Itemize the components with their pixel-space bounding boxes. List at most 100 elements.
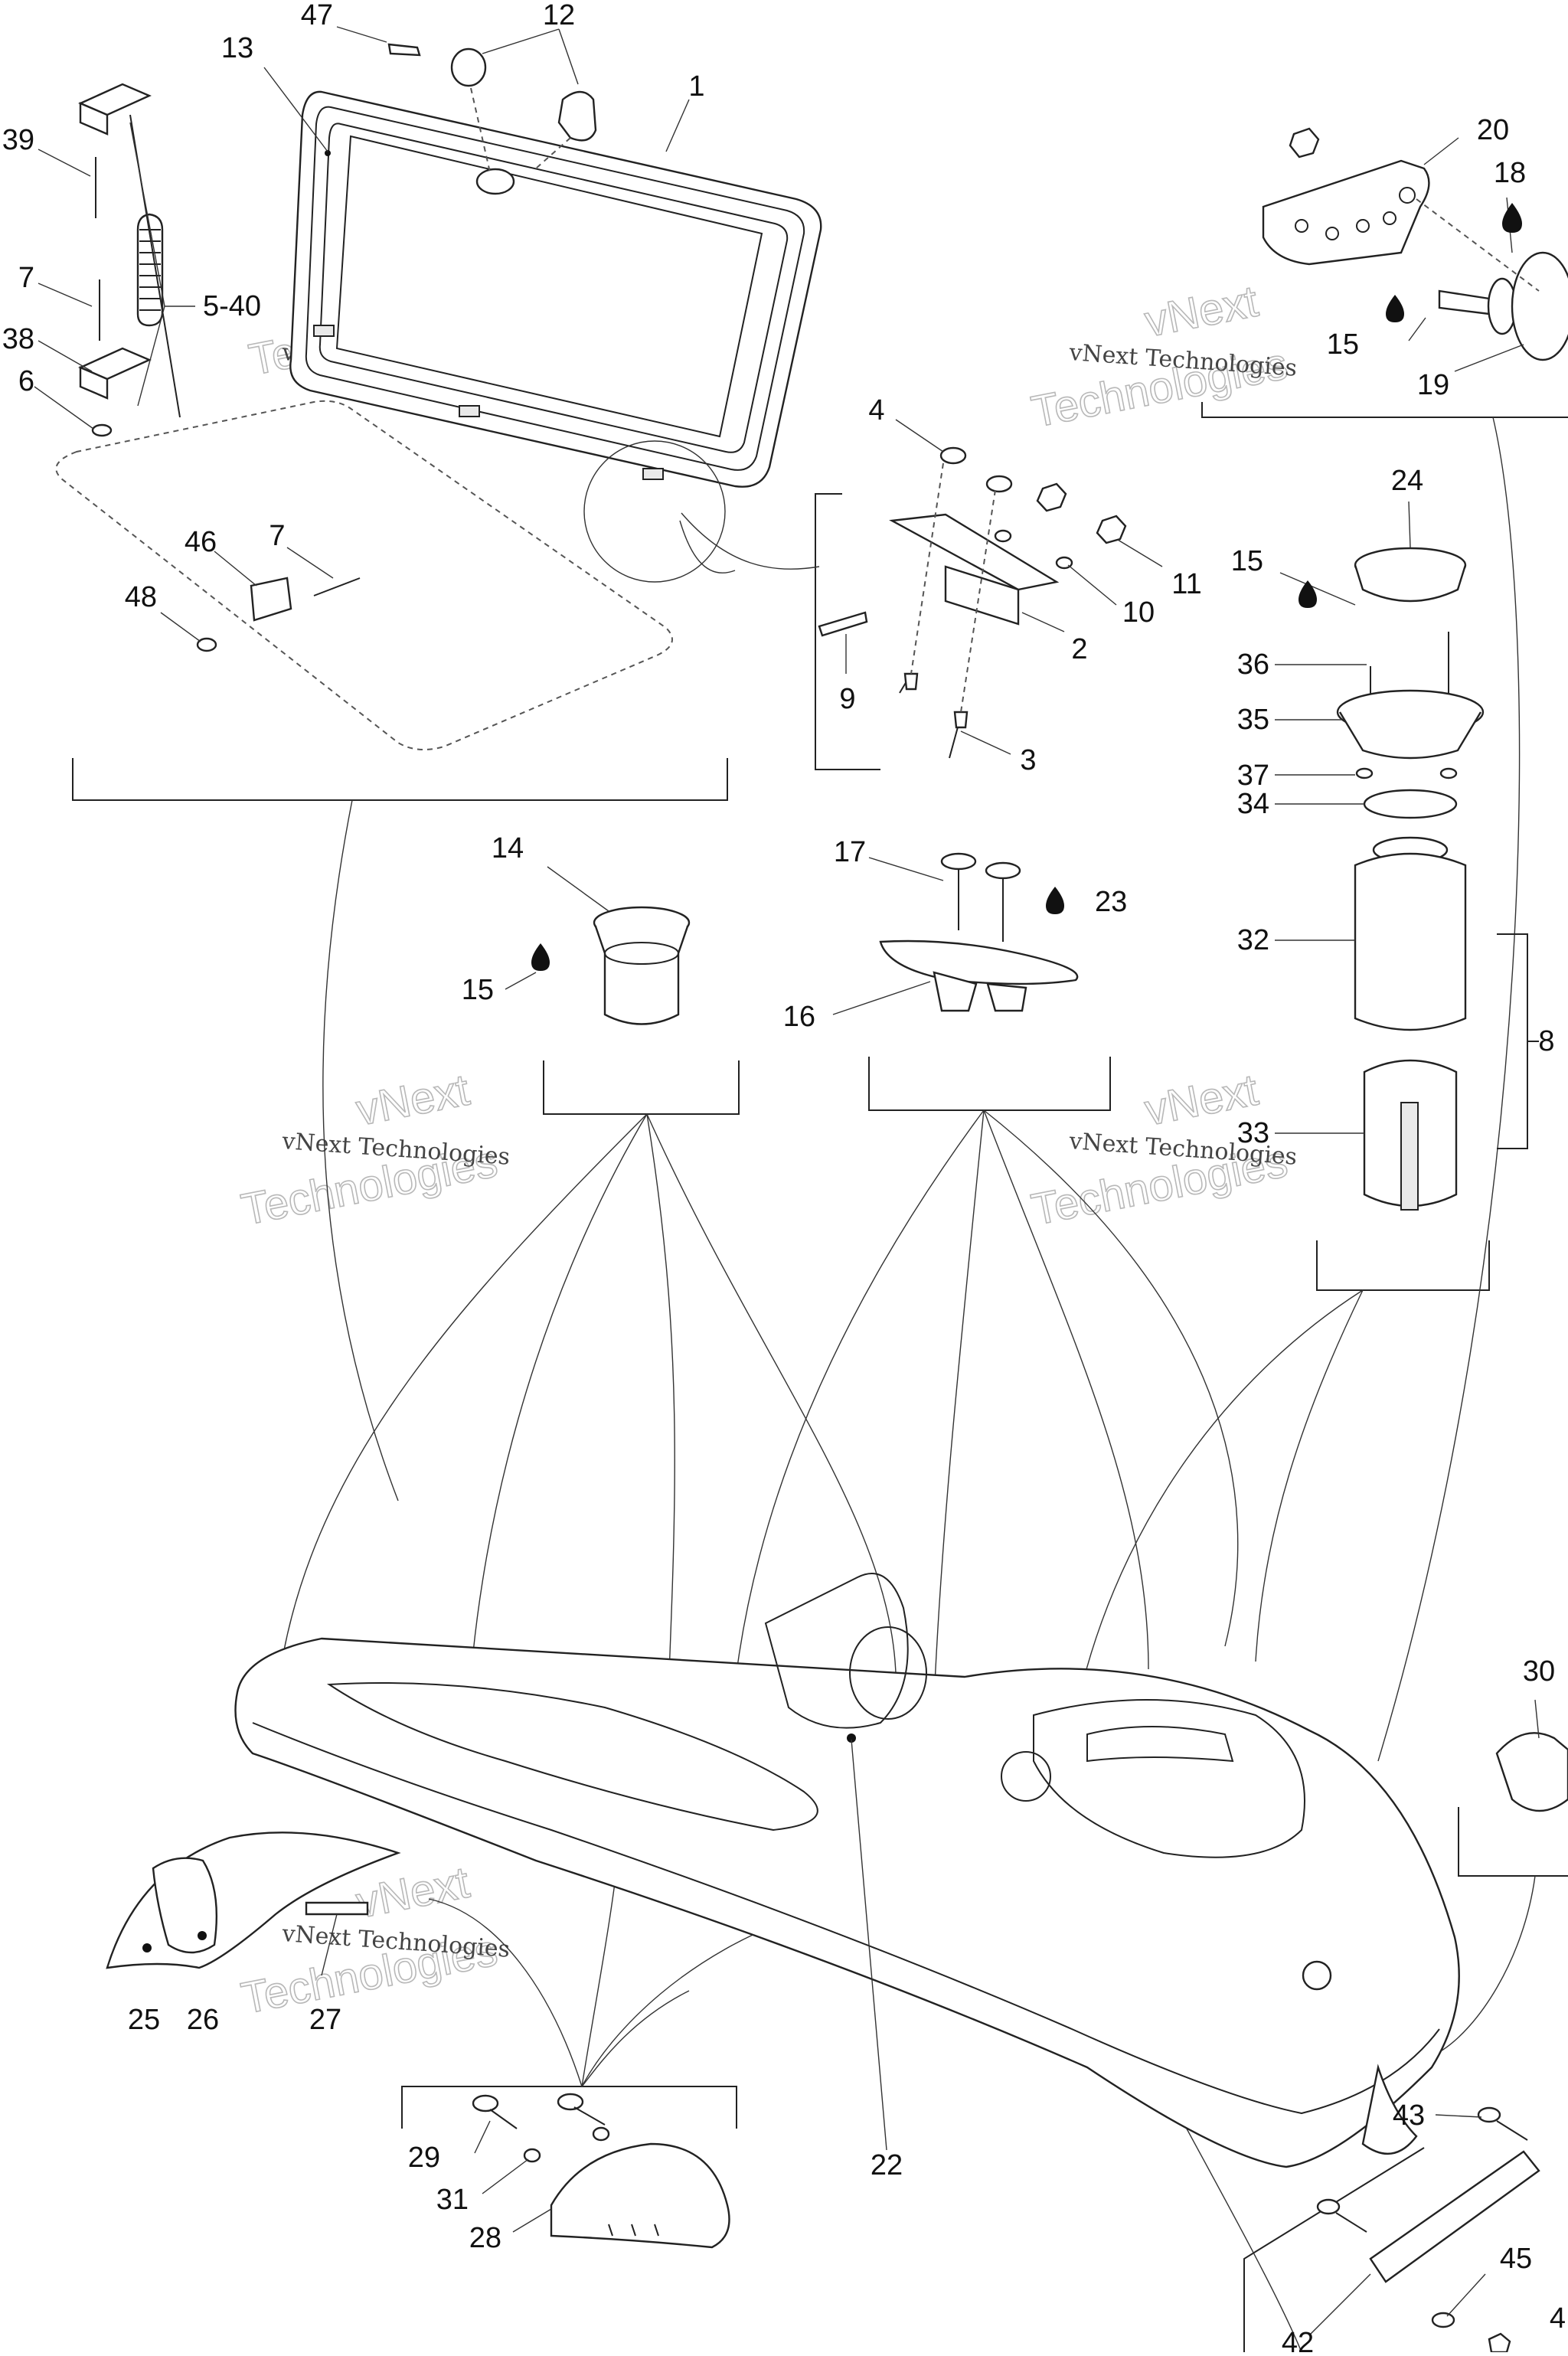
nut-11a <box>1036 482 1067 512</box>
cover-group <box>472 2093 730 2249</box>
rivet-7b <box>313 577 361 596</box>
leader-5-40a <box>129 122 165 307</box>
callout-label-14: 14 <box>492 832 524 864</box>
hull-point-22 <box>847 1734 856 1743</box>
washer-48 <box>196 637 217 652</box>
cleat-group <box>879 852 1079 1012</box>
latch-screw-47 <box>387 43 421 57</box>
bracket-fuel-container <box>1316 1240 1490 1291</box>
leader-7a <box>38 283 93 307</box>
drop-icon <box>1046 887 1064 914</box>
drain-axis <box>1416 198 1540 292</box>
hull-cup-recess <box>1001 1751 1051 1802</box>
plate-hole-e <box>1399 187 1416 204</box>
lid-frame-inner-a <box>305 106 805 471</box>
latch-parts <box>387 43 597 173</box>
callout-label-18: 18 <box>1494 157 1526 189</box>
lid-hinge-tab-right <box>459 405 480 417</box>
nose-point-25 <box>142 1943 152 1952</box>
callout-label-19: 19 <box>1417 369 1449 401</box>
washer-10a <box>994 529 1012 543</box>
drain-plug-19 <box>1511 251 1568 361</box>
leader-15b <box>1279 572 1356 606</box>
screw-29a <box>489 2109 518 2129</box>
cup-holder-group <box>593 906 691 1025</box>
washer-31 <box>523 2148 541 2163</box>
cleat-base-a <box>933 971 978 1012</box>
plate-hole-c <box>1356 219 1370 233</box>
sleeve-33-slot <box>1400 1102 1419 1211</box>
watermark: Technologies vNext vNext Technologies <box>1027 1064 1298 1236</box>
callout-label-10: 10 <box>1122 596 1155 629</box>
cap-24-body <box>1354 564 1467 603</box>
screw-43a <box>1496 2120 1528 2141</box>
screw-23-head <box>985 861 1021 880</box>
leader-clip-to-hull <box>1439 1875 1536 2053</box>
leader-lid-detail <box>679 520 736 573</box>
cup-holder-step <box>604 942 679 965</box>
flange-35-body <box>1338 711 1482 760</box>
callout-label-6: 6 <box>18 365 34 397</box>
watermark: Technologies vNext vNext Technologies <box>237 1064 511 1236</box>
callout-label-7a: 7 <box>18 262 34 294</box>
nose-point-26 <box>198 1931 207 1940</box>
cup-holder-14 <box>594 926 689 1025</box>
leader-cup-to-hull-c <box>646 1113 897 1701</box>
nose-cap-26 <box>152 1857 218 1954</box>
leader-12b <box>558 28 579 85</box>
container-32 <box>1354 852 1467 1031</box>
lid-window-edge <box>318 123 789 453</box>
rivet-3a-head <box>903 672 919 691</box>
leader-cover-to-hull-d <box>581 1990 690 2087</box>
hinge-plate-top-side <box>79 102 109 136</box>
callout-label-7b: 7 <box>269 520 285 552</box>
nut-top <box>1289 127 1320 158</box>
leader-hinge-detail <box>681 512 820 570</box>
leader-31 <box>482 2158 529 2194</box>
watermark: Technologies vNext vNext Technologies <box>1027 276 1298 438</box>
leader-5-40b <box>137 306 165 407</box>
callout-label-28: 28 <box>469 2222 501 2254</box>
hinge-plate-bottom-side <box>79 366 109 400</box>
callout-label-16: 16 <box>783 1001 815 1033</box>
leader-48 <box>160 612 201 642</box>
screw-27 <box>305 1901 369 1916</box>
leader-6 <box>34 386 94 430</box>
boat-hull <box>234 1573 1460 2168</box>
lid-window <box>335 135 763 438</box>
leader-29 <box>474 2120 491 2154</box>
leader-cover-to-hull-b <box>428 1898 583 2087</box>
callout-label-32: 32 <box>1237 924 1269 956</box>
plate-45 <box>1369 2150 1540 2283</box>
hull-cockpit-front <box>326 1682 818 1832</box>
callout-label-34: 34 <box>1237 788 1269 820</box>
drop-icon <box>1298 580 1317 608</box>
leader-22 <box>851 1739 887 2151</box>
screw-9 <box>818 611 868 637</box>
hull-body <box>234 1637 1460 2168</box>
bracket-hinge-bracket <box>815 493 880 770</box>
leader-27 <box>321 1913 338 1976</box>
callout-label-25: 25 <box>128 2004 160 2036</box>
bracket-46-group <box>196 577 361 652</box>
plate-hole-a <box>1295 219 1308 233</box>
leader-15c <box>505 972 537 990</box>
hinge-bracket-detail <box>583 440 1127 759</box>
callout-label-44: 4 <box>1550 2302 1566 2335</box>
callout-label-17: 17 <box>834 836 866 868</box>
leader-7b <box>286 547 334 579</box>
lid-hinge-tab-left <box>313 325 335 337</box>
leader-plate-to-hull <box>1377 417 1521 1762</box>
lid-latch-hole <box>475 168 515 195</box>
bracket-clip <box>1458 1807 1568 1877</box>
latch-axis-a <box>470 87 491 173</box>
bracket-46 <box>250 577 292 622</box>
callout-label-8: 8 <box>1538 1025 1554 1057</box>
leader-cleat-to-hull-a <box>734 1109 985 1685</box>
leader-30 <box>1534 1699 1540 1739</box>
drain-bolt <box>1438 289 1491 315</box>
hinge-assembly <box>78 83 181 437</box>
leader-cleat-to-hull-d <box>983 1109 1239 1647</box>
latch-catch <box>557 90 597 142</box>
